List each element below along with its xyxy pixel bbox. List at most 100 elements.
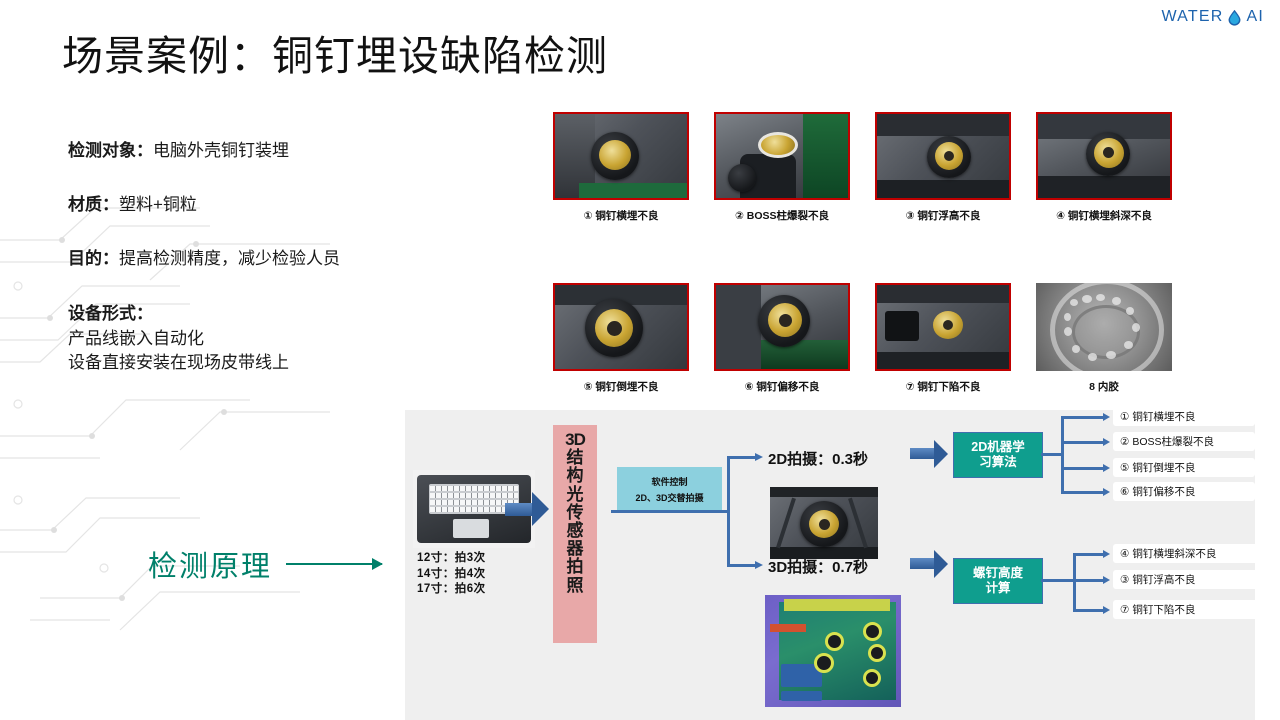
capture-3d-label: 3D拍摄：0.7秒	[768, 559, 869, 576]
fanout-2d-b2	[1061, 441, 1105, 444]
fanout-3d-arrow-1-icon	[1103, 550, 1110, 558]
defect-photo-5	[553, 283, 689, 371]
info-label-object: 检测对象：	[68, 141, 153, 160]
principle-text: 检测原理	[148, 551, 273, 583]
principle-arrow-icon	[286, 558, 384, 570]
info-block: 检测对象：电脑外壳铜钉装埋 材质：塑料+铜粒 目的：提高检测精度，减少检验人员	[68, 140, 448, 302]
defect-photo-cell[interactable]: 8 内胶	[1036, 283, 1172, 394]
capture-count-14: 14寸：拍4次	[417, 567, 486, 580]
fanout-2d-arrow-1-icon	[1103, 413, 1110, 421]
defect-photo-row-2: ⑤ 铜钉倒埋不良 ⑥ 铜钉偏移不良 ⑦ 铜钉下陷不良	[553, 283, 1172, 394]
defect-photo-1	[553, 112, 689, 200]
sensor-capture-box: 3D 结 构 光 传 感 器 拍 照	[553, 425, 597, 643]
defect-photo-cell[interactable]: ⑥ 铜钉偏移不良	[714, 283, 850, 394]
defect-photo-cell[interactable]: ② BOSS柱爆裂不良	[714, 112, 850, 223]
flow-arrow-2d-icon	[755, 452, 763, 461]
defect-photo-cell[interactable]: ① 铜钉横埋不良	[553, 112, 689, 223]
defect-caption: ⑦ 铜钉下陷不良	[905, 381, 981, 393]
capture-count-list: 12寸：拍3次 14寸：拍4次 17寸：拍6次	[417, 551, 486, 598]
result-chip-2d-2[interactable]: ② BOSS柱爆裂不良	[1113, 432, 1255, 451]
defect-photo-cell[interactable]: ③ 铜钉浮高不良	[875, 112, 1011, 223]
defect-caption: ② BOSS柱爆裂不良	[734, 210, 830, 222]
brand-logo: WATER AI	[1161, 8, 1264, 26]
fanout-3d-b1	[1073, 553, 1105, 556]
sensor-char-8: 照	[566, 575, 584, 595]
detection-flow-panel: 12寸：拍3次 14寸：拍4次 17寸：拍6次 3D 结 构 光 传 感 器 拍…	[405, 407, 1260, 720]
defect-caption: ⑤ 铜钉倒埋不良	[583, 381, 659, 393]
info-value-purpose: 提高检测精度，减少检验人员	[119, 249, 340, 269]
defect-caption: 8 内胶	[1089, 381, 1119, 393]
result-chip-3d-2[interactable]: ③ 铜钉浮高不良	[1113, 570, 1260, 589]
flow-connector-stem-v	[727, 456, 730, 566]
defect-photo-6	[714, 283, 850, 371]
sensor-char-7: 拍	[566, 557, 584, 577]
fanout-2d-bus	[1061, 416, 1064, 492]
defect-caption: ④ 铜钉横埋斜深不良	[1056, 210, 1152, 222]
result-chip-2d-1[interactable]: ① 铜钉横埋不良	[1113, 407, 1255, 426]
result-chip-2d-3[interactable]: ⑤ 铜钉倒埋不良	[1113, 458, 1255, 477]
algorithm-2d-line-2: 习算法	[979, 455, 1017, 469]
defect-photo-cell[interactable]: ⑦ 铜钉下陷不良	[875, 283, 1011, 394]
flow-connector-3d	[727, 564, 757, 567]
equipment-block: 设备形式： 产品线嵌入自动化 设备直接安装在现场皮带线上	[68, 302, 289, 376]
info-value-material: 塑料+铜粒	[119, 195, 197, 215]
principle-label: 检测原理	[148, 543, 384, 585]
info-label-purpose: 目的：	[68, 249, 119, 269]
water-drop-icon	[1226, 9, 1243, 26]
defect-photo-8	[1036, 283, 1172, 371]
defect-caption: ③ 铜钉浮高不良	[905, 210, 981, 222]
defect-photo-3	[875, 112, 1011, 200]
capture-count-17: 17寸：拍6次	[417, 583, 486, 596]
sensor-char-6: 器	[566, 539, 584, 559]
arrow-to-3d-algo-icon	[910, 550, 948, 578]
algorithm-3d-box[interactable]: 螺钉高度 计算	[953, 558, 1043, 604]
defect-caption: ⑥ 铜钉偏移不良	[744, 381, 820, 393]
fanout-2d-b4	[1061, 491, 1105, 494]
defect-photo-4	[1036, 112, 1172, 200]
info-row-material: 材质：塑料+铜粒	[68, 194, 448, 216]
fanout-2d-b3	[1061, 467, 1105, 470]
defect-photo-7	[875, 283, 1011, 371]
sensor-char-3: 光	[566, 484, 584, 504]
defect-photo-row-1: ① 铜钉横埋不良 ② BOSS柱爆裂不良 ③ 铜钉浮高不良	[553, 112, 1172, 223]
result-chip-2d-4[interactable]: ⑥ 铜钉偏移不良	[1113, 482, 1255, 501]
sensor-char-1: 结	[566, 448, 584, 468]
info-value-object: 电脑外壳铜钉装埋	[153, 141, 289, 160]
equipment-line-1: 产品线嵌入自动化	[68, 328, 204, 348]
info-label-material: 材质：	[68, 195, 119, 215]
defect-photo-2	[714, 112, 850, 200]
capture-count-12: 12寸：拍3次	[417, 552, 486, 564]
info-row-object: 检测对象：电脑外壳铜钉装埋	[68, 140, 448, 162]
fanout-2d-arrow-3-icon	[1103, 464, 1110, 472]
info-row-purpose: 目的：提高检测精度，减少检验人员	[68, 248, 448, 270]
fanout-3d-b3	[1073, 609, 1105, 612]
algorithm-2d-line-1: 2D机器学	[971, 440, 1025, 455]
sensor-char-4: 传	[566, 502, 584, 522]
brand-word-right: AI	[1246, 8, 1264, 25]
sensor-char-0: 3D	[565, 430, 586, 449]
capture-2d-label: 2D拍摄：0.3秒	[768, 451, 869, 468]
capture-2d-photo	[770, 487, 878, 559]
fanout-2d-arrow-4-icon	[1103, 488, 1110, 496]
algorithm-3d-line-2: 计算	[985, 581, 1011, 595]
arrow-to-2d-algo-icon	[910, 440, 948, 468]
fanout-2d-stem	[1041, 453, 1063, 456]
software-control-box: 软件控制 2D、3D交替拍摄	[617, 467, 722, 511]
sensor-char-2: 构	[566, 466, 584, 486]
defect-photo-cell[interactable]: ⑤ 铜钉倒埋不良	[553, 283, 689, 394]
fanout-2d-b1	[1061, 416, 1105, 419]
algorithm-2d-box[interactable]: 2D机器学 习算法	[953, 432, 1043, 478]
defect-photo-cell[interactable]: ④ 铜钉横埋斜深不良	[1036, 112, 1172, 223]
capture-3d-depth-image	[765, 595, 901, 707]
fanout-3d-arrow-2-icon	[1103, 576, 1110, 584]
fanout-2d-arrow-2-icon	[1103, 438, 1110, 446]
result-chip-3d-1[interactable]: ④ 铜钉横埋斜深不良	[1113, 544, 1260, 563]
page-title: 场景案例：铜钉埋设缺陷检测	[62, 33, 608, 79]
result-chip-3d-3[interactable]: ⑦ 铜钉下陷不良	[1113, 600, 1260, 619]
flow-connector-stem-h	[611, 510, 729, 513]
fanout-3d-stem	[1041, 579, 1075, 582]
arrow-to-sensor-icon	[505, 492, 549, 526]
equipment-line-2: 设备直接安装在现场皮带线上	[68, 353, 289, 373]
fanout-3d-b2	[1073, 579, 1105, 582]
